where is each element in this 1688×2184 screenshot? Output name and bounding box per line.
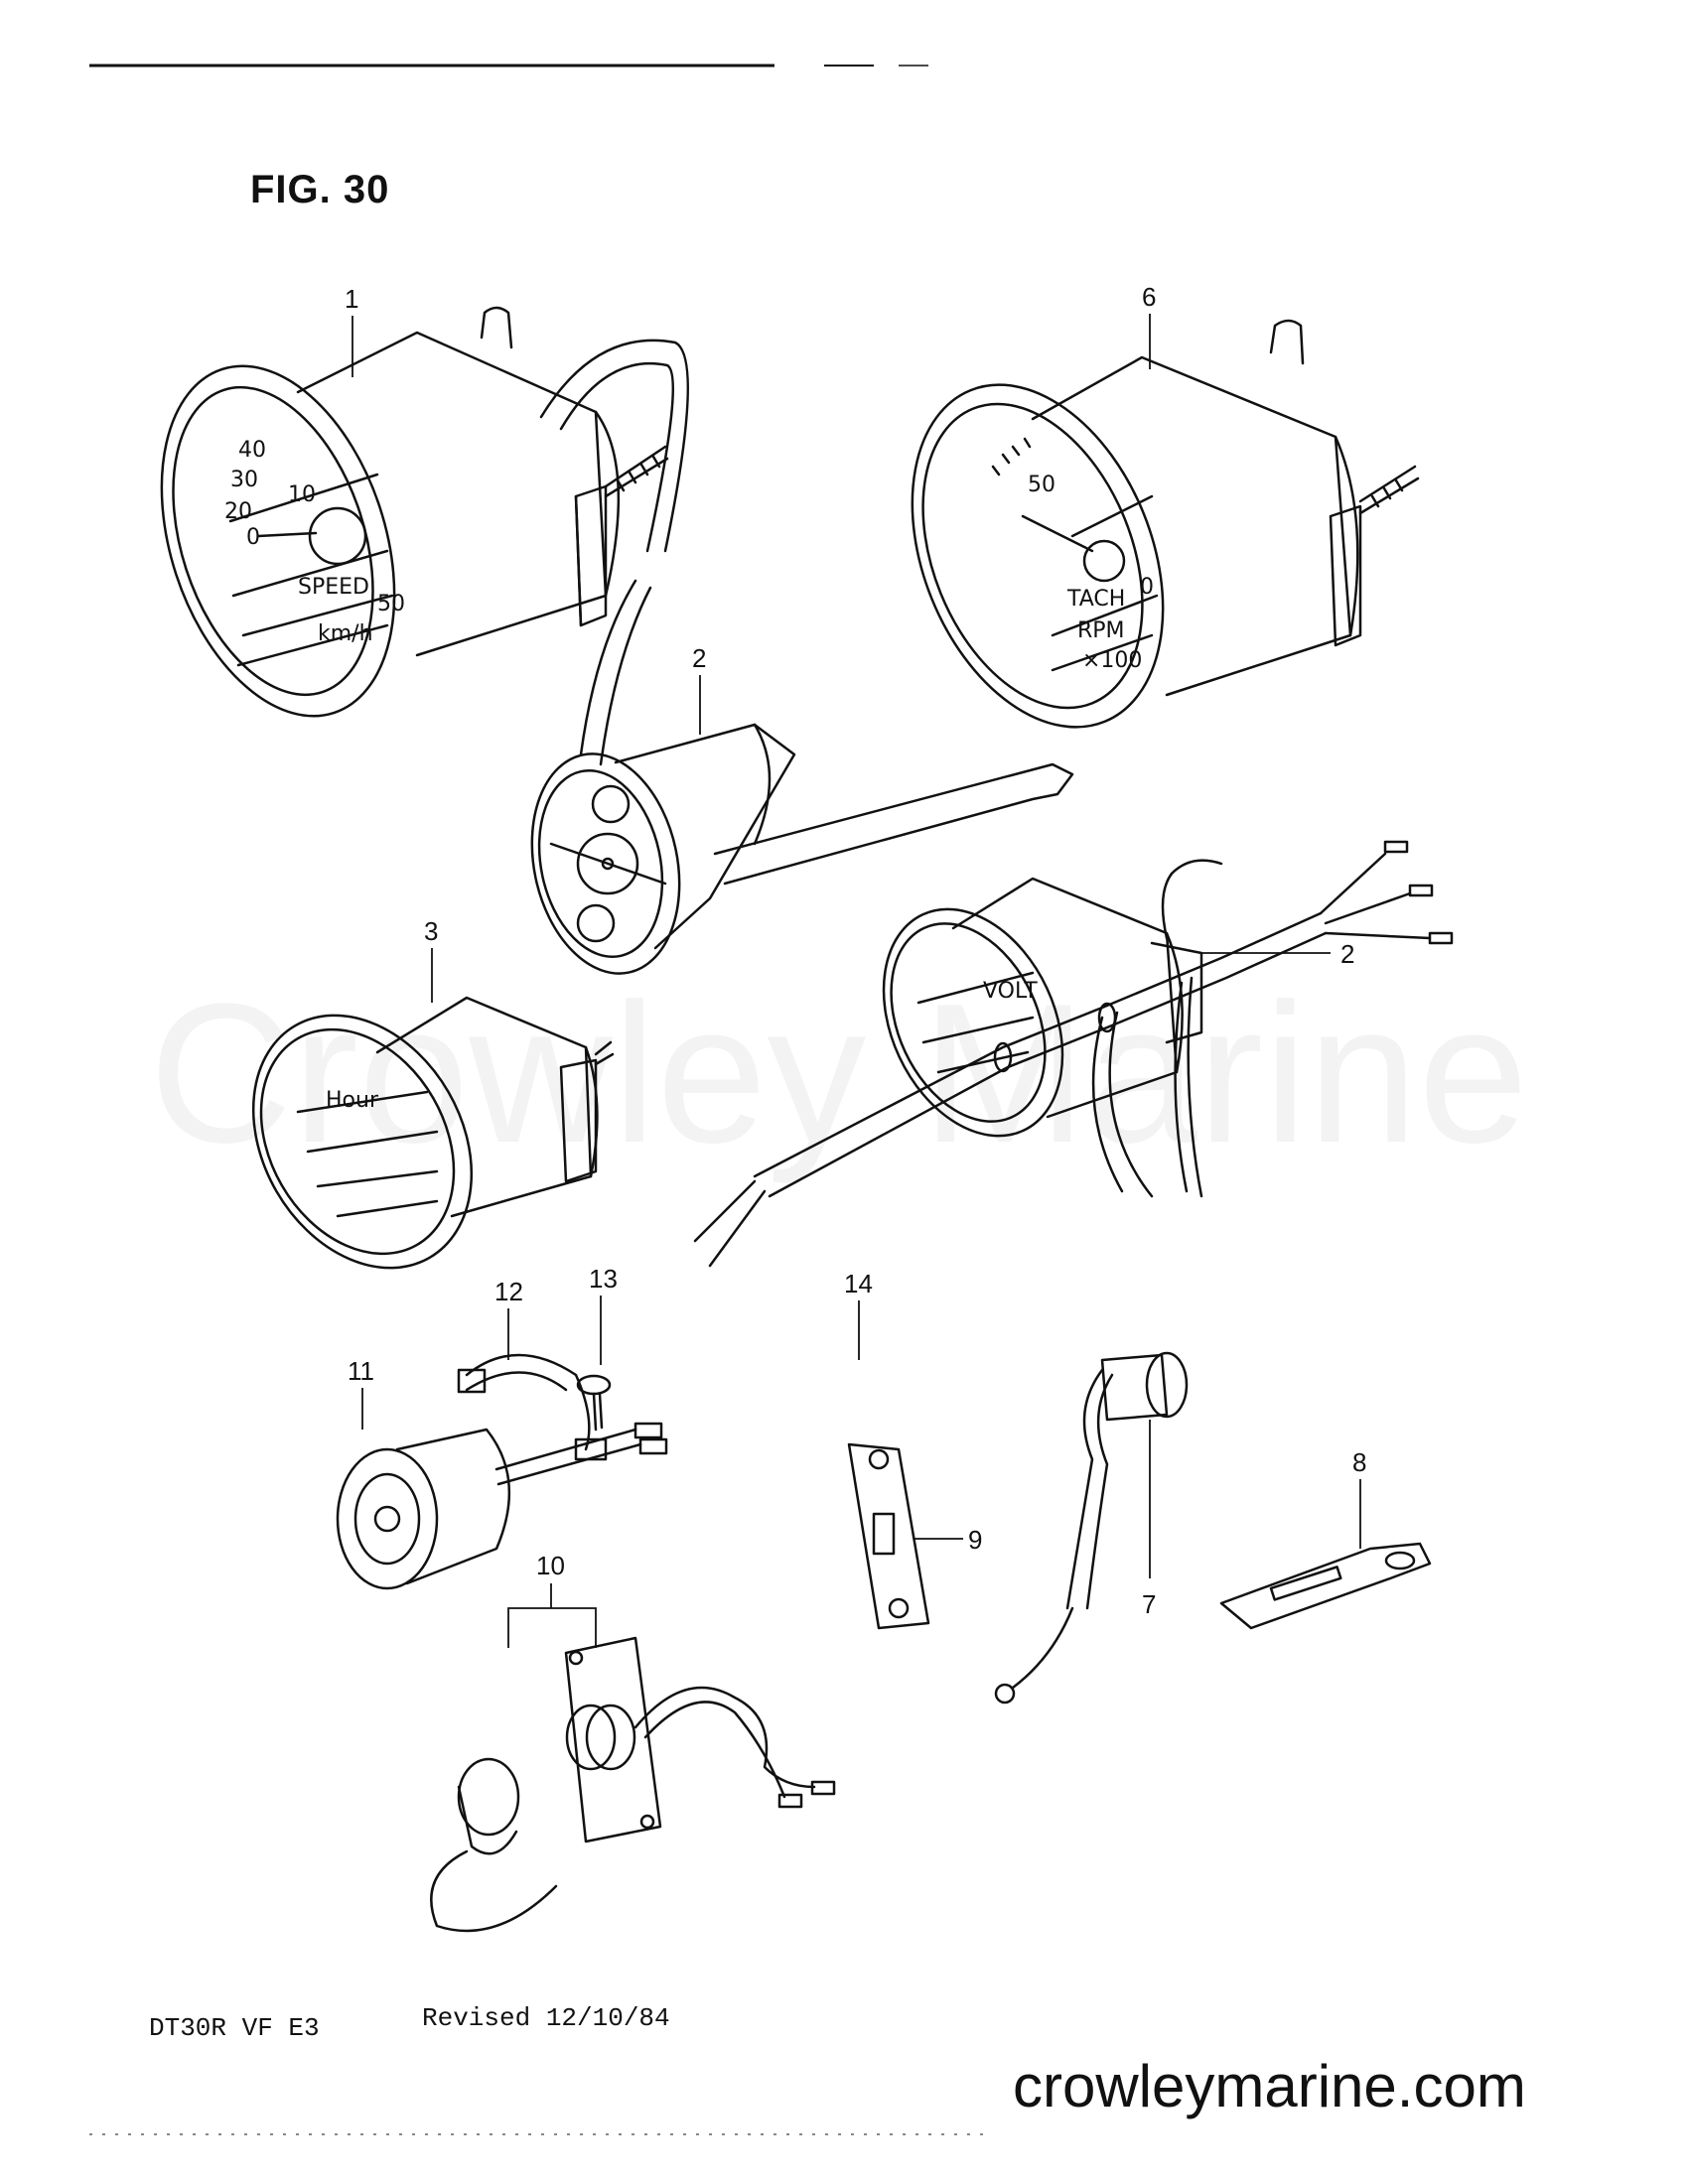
hour-meter-gauge: [251, 996, 615, 1270]
pitot-hose: [539, 339, 690, 766]
speed-tick-10: 10: [288, 482, 316, 507]
bracket: [1219, 1542, 1432, 1630]
site-watermark: crowleymarine.com: [1013, 2053, 1526, 2119]
callout-3: 2: [1340, 939, 1354, 969]
volt-label: VOLT: [983, 979, 1038, 1004]
rpm-multiplier: ×100: [1082, 648, 1142, 673]
model-code: DT30R VF E3: [149, 2013, 320, 2043]
callout-5: 3: [424, 916, 438, 946]
screw: [576, 1374, 612, 1432]
speed-tick-50: 50: [377, 592, 405, 616]
watermark-text: Crowley Marine: [149, 963, 1528, 1184]
switch: [994, 1351, 1189, 1705]
callout-8: 9: [968, 1525, 982, 1555]
tach-tick-50: 50: [1028, 473, 1055, 497]
callout-7: 7: [1142, 1589, 1156, 1619]
voltmeter-gauge: [882, 859, 1223, 1138]
tach-label: TACH: [1066, 587, 1125, 612]
speed-tick-20: 20: [224, 499, 252, 524]
pitot-tube-assembly: [530, 723, 1074, 975]
callout-9: 8: [1352, 1447, 1366, 1477]
figure-title: FIG. 30: [250, 168, 389, 211]
tachometer-gauge: [911, 319, 1420, 729]
speed-tick-40: 40: [238, 438, 266, 463]
speed-tick-30: 30: [230, 468, 258, 492]
tach-tick-0: 0: [1140, 575, 1154, 600]
callout-14: 14: [844, 1269, 873, 1298]
callout-12: 13: [589, 1264, 618, 1294]
socket-assembly: [430, 1636, 836, 1933]
speed-label: SPEED: [298, 575, 369, 600]
revision-date: Revised 12/10/84: [422, 2003, 670, 2033]
callout-1: 1: [345, 284, 358, 314]
speed-unit: km/h: [318, 621, 373, 646]
callout-11: 12: [494, 1277, 523, 1306]
callout-10: 11: [348, 1356, 374, 1386]
hour-label: Hour: [326, 1088, 379, 1113]
plate: [847, 1442, 930, 1630]
speed-tick-0: 0: [246, 525, 260, 550]
callout-6: 6: [1142, 282, 1156, 312]
wiring-harness: [693, 840, 1454, 1268]
callout-2: 2: [692, 643, 706, 673]
callout-13: 10: [536, 1551, 565, 1580]
ignition-switch: [336, 1422, 668, 1590]
speedometer-gauge: [160, 306, 669, 718]
rpm-label: RPM: [1077, 618, 1125, 643]
